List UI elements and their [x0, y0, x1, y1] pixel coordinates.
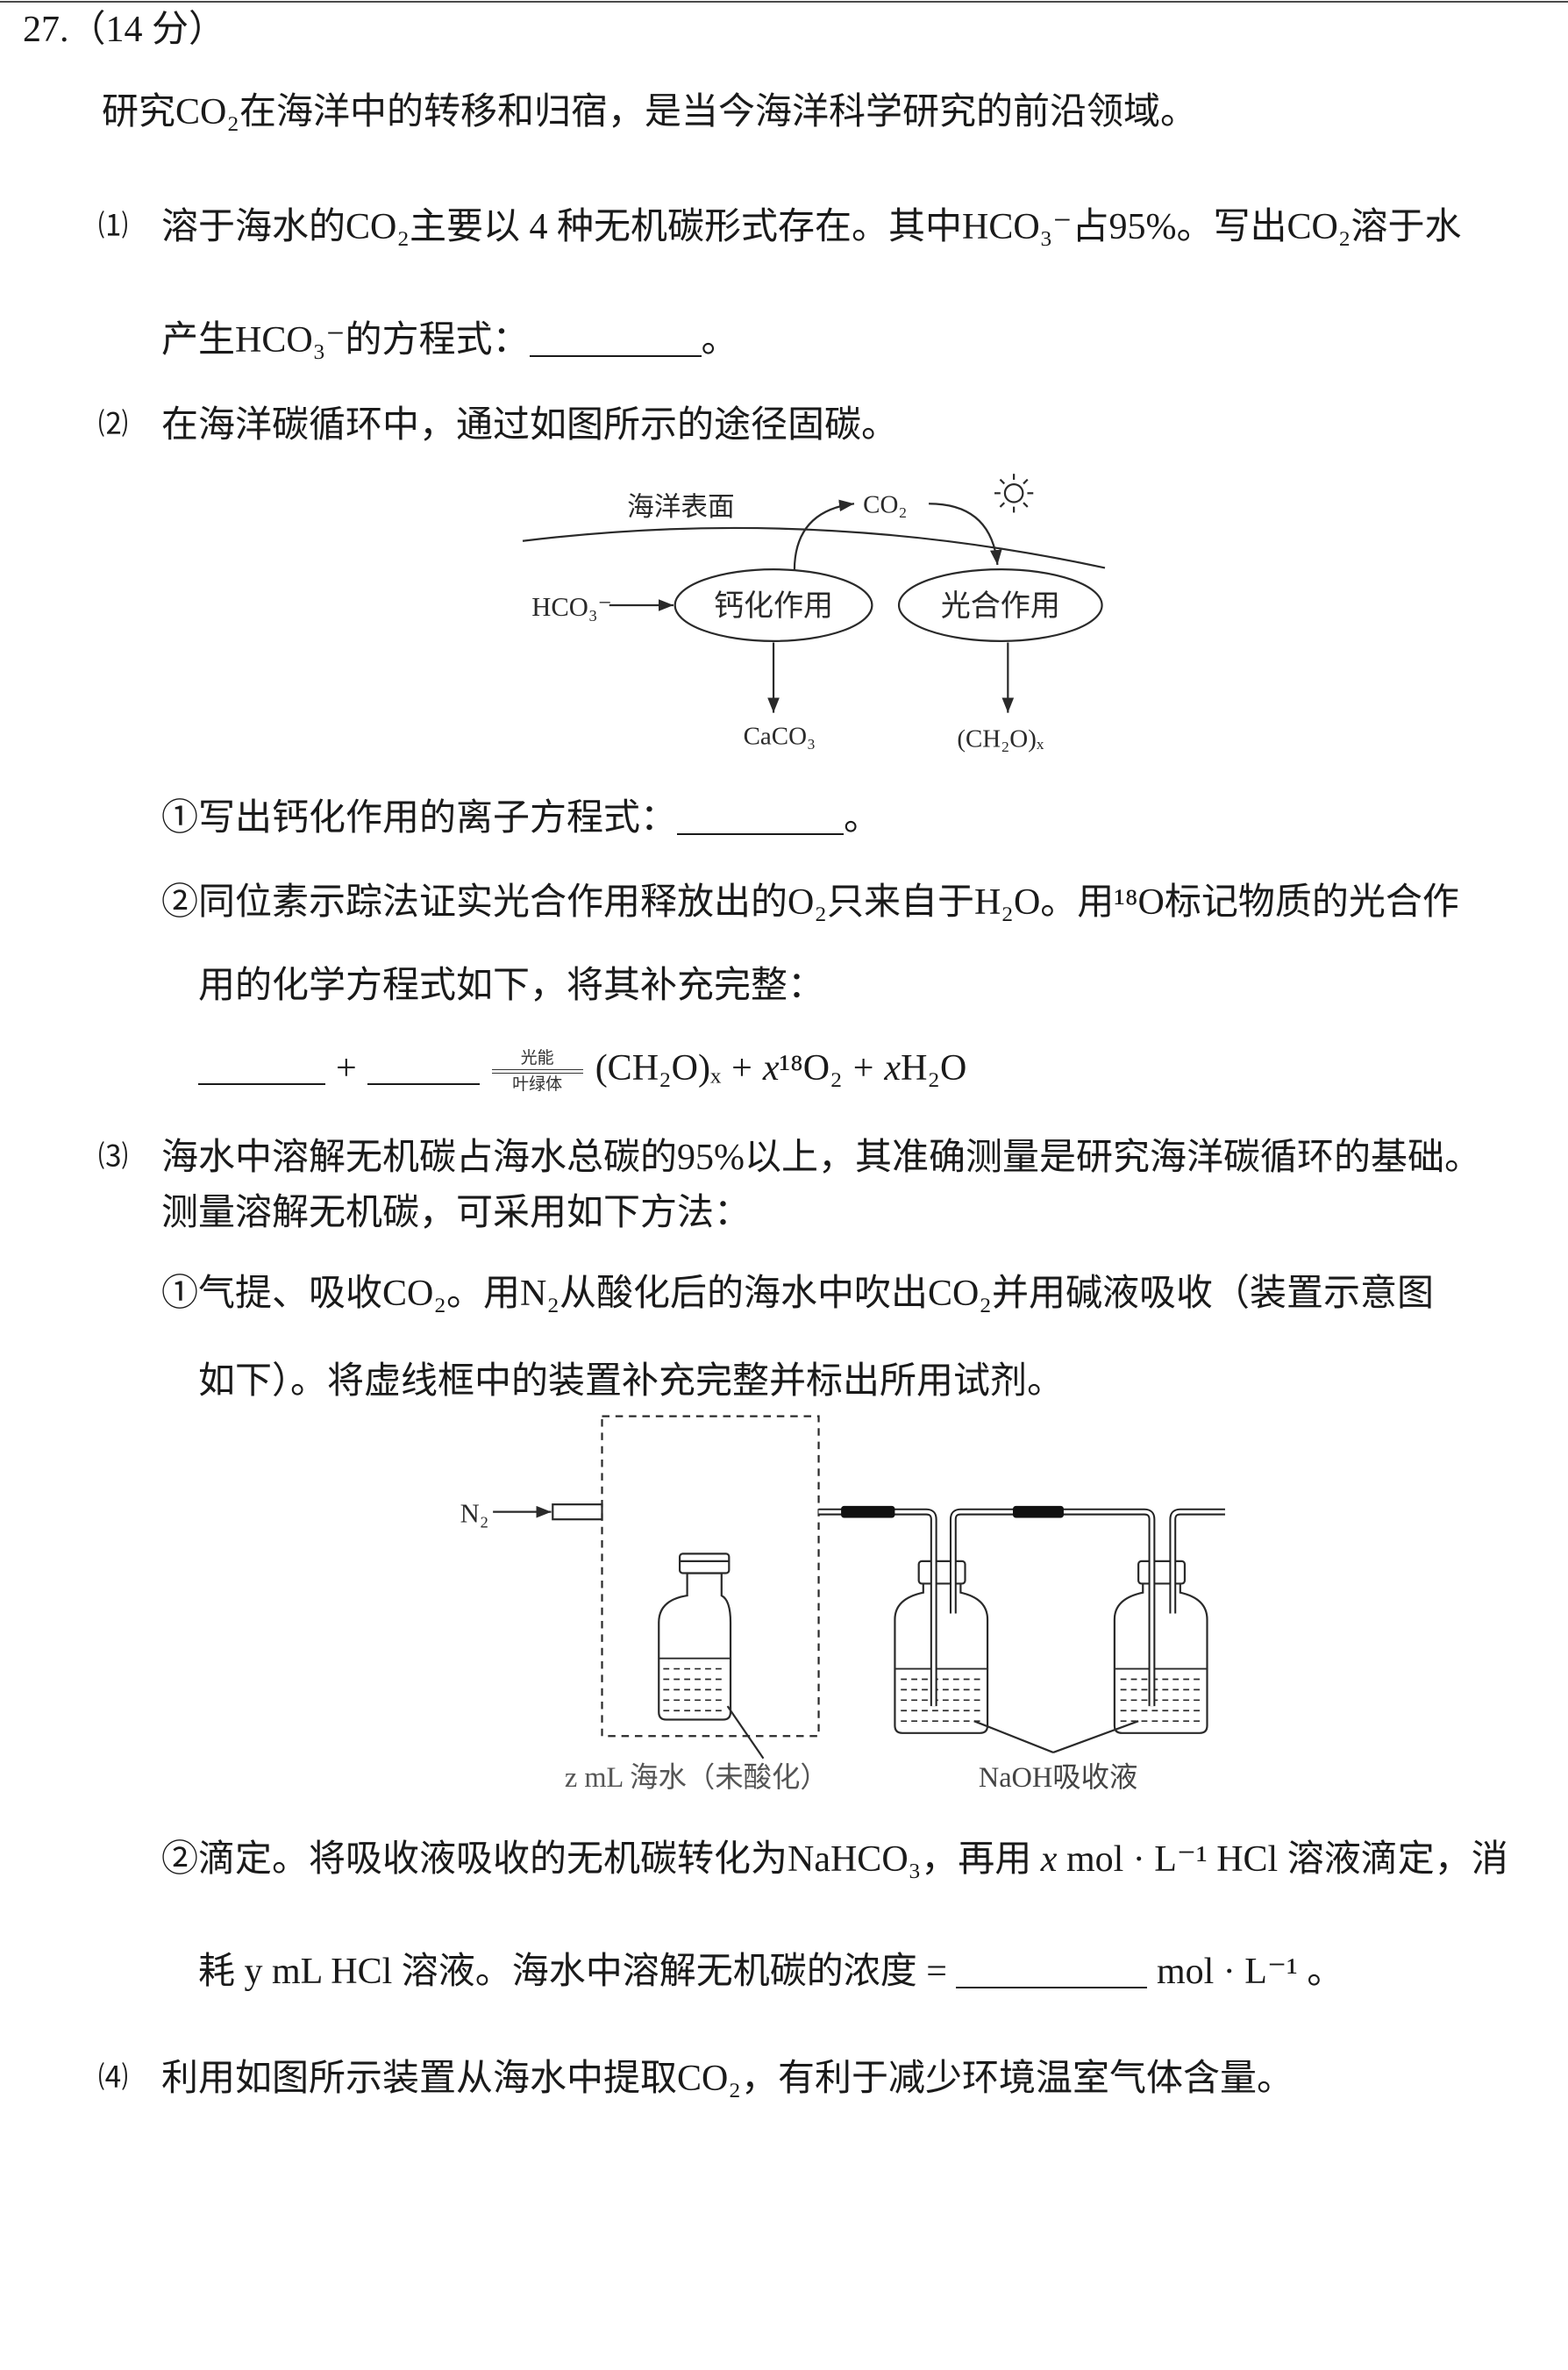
absorbent-leader-line	[1052, 1720, 1139, 1754]
part-2-question-1: ①写出钙化作用的离子方程式： 。	[161, 796, 880, 840]
calcification-label: 钙化作用	[714, 589, 833, 623]
glass-tubing	[818, 1505, 1225, 1707]
part-3-stem-line-1: 海水中溶解无机碳占海水总碳的95%以上，其准确测量是研究海洋碳循环的基础。	[161, 1138, 1481, 1178]
carbon-cycle-diagram: 海洋表面 CO₂ HCO₃⁻ 钙化作用 光合作用 CaCO₃ (CH₂O)ₓ	[522, 474, 1106, 753]
answer-blank	[956, 1987, 1148, 1988]
bottle-body	[658, 1572, 732, 1721]
part-3-label: ⑶	[98, 1141, 128, 1174]
ocean-surface-label: 海洋表面	[627, 492, 735, 522]
part-3-question-1-line-2: 如下）。将虚线框中的装置补充完整并标出所用试剂。	[198, 1361, 1065, 1402]
bicarbonate-label: HCO₃⁻	[531, 592, 612, 622]
calcification-ellipse	[674, 568, 873, 642]
absorbent-leader-line	[973, 1720, 1054, 1753]
condition-double-line	[491, 1068, 583, 1074]
reaction-condition: 光能叶绿体	[491, 1048, 583, 1094]
part-2-question-2-line-1: ②同位素示踪法证实光合作用释放出的O₂只来自于H₂O。用¹⁸O标记物质的光合作	[161, 882, 1459, 923]
co2-uptake-arrow	[929, 503, 1002, 566]
plus-sign: +	[336, 1048, 357, 1089]
bottle-stopper	[678, 1553, 731, 1574]
ocean-surface-line	[522, 526, 1106, 569]
co2-release-arrow	[793, 499, 855, 571]
inlet-tube-bore	[818, 1510, 936, 1707]
part-1-prompt: 产生HCO₃⁻的方程式：	[161, 320, 530, 360]
sample-leader-line	[726, 1705, 765, 1760]
photosynthesis-label: 光合作用	[941, 589, 1060, 623]
question-1-prompt: ①写出钙化作用的离子方程式：	[161, 798, 678, 839]
bottle-stopper	[917, 1560, 966, 1585]
part-3-question-1-line-1: ①气提、吸收CO₂。用N₂从酸化后的海水中吹出CO₂并用碱液吸收（装置示意图	[161, 1274, 1434, 1314]
condition-chlorophyll: 叶绿体	[512, 1074, 563, 1094]
condition-light: 光能	[520, 1048, 554, 1067]
reactant-blank-1	[198, 1083, 325, 1085]
absorber-bottle-1	[894, 1560, 989, 1734]
part-2-stem: 在海洋碳循环中，通过如图所示的途径固碳。	[161, 405, 899, 446]
bottle-body	[1113, 1582, 1208, 1734]
sentence-end: 。	[844, 798, 881, 839]
sun-icon	[994, 474, 1034, 513]
gas-inlet-connector	[552, 1503, 603, 1521]
part-1-line-1: 溶于海水的CO₂主要以 4 种无机碳形式存在。其中HCO₃⁻占95%。写出CO₂…	[161, 207, 1462, 247]
carbohydrate-label: (CH₂O)ₓ	[957, 725, 1044, 753]
part-3-question-2-line-2: 耗 y mL HCl 溶液。海水中溶解无机碳的浓度 = mol · L⁻¹ 。	[198, 1950, 1343, 1994]
top-rule	[0, 1, 1568, 3]
concentration-prompt: 耗 y mL HCl 溶液。海水中溶解无机碳的浓度 =	[198, 1952, 957, 1992]
part-2-question-2-line-2: 用的化学方程式如下，将其补充完整：	[198, 966, 825, 1006]
plus-sign: +	[731, 1048, 752, 1089]
answer-blank	[529, 355, 702, 357]
part-4-stem: 利用如图所示装置从海水中提取CO₂，有利于减少环境温室气体含量。	[161, 2059, 1294, 2099]
answer-blank	[677, 833, 845, 835]
question-intro: 研究CO₂在海洋中的转移和归宿，是当今海洋科学研究的前沿领域。	[102, 92, 1197, 132]
product-carbohydrate: (CH₂O)ₓ	[595, 1048, 722, 1089]
concentration-unit: mol · L⁻¹ 。	[1147, 1952, 1344, 1992]
part-4-label: ⑷	[98, 2062, 128, 2095]
photosynthesis-ellipse	[897, 568, 1103, 642]
dashed-answer-box	[601, 1415, 820, 1738]
part-3-stem-line-2: 测量溶解无机碳，可采用如下方法：	[161, 1193, 752, 1233]
titration-text: ②滴定。将吸收液吸收的无机碳转化为NaHCO₃，再用	[161, 1839, 1041, 1880]
concentration-variable-x: x	[1040, 1839, 1058, 1880]
co2-label: CO₂	[863, 490, 907, 518]
calcium-carbonate-label: CaCO₃	[744, 722, 816, 750]
seawater-sample-bottle	[658, 1553, 732, 1721]
rubber-tube-connector	[1013, 1505, 1064, 1518]
coefficient-x: x	[884, 1048, 902, 1089]
part-2-label: ⑵	[98, 409, 128, 441]
absorbent-label: NaOH吸收液	[979, 1762, 1138, 1794]
nitrogen-label: N₂	[460, 1499, 489, 1529]
part-1-line-2: 产生HCO₃⁻的方程式： 。	[161, 318, 738, 362]
sentence-end: 。	[701, 320, 738, 360]
plus-sign: +	[852, 1048, 874, 1089]
product-water: H₂O	[901, 1048, 967, 1089]
titration-text: mol · L⁻¹ HCl 溶液滴定，消	[1057, 1839, 1508, 1880]
product-oxygen-18: ¹⁸O₂	[779, 1048, 843, 1089]
photosynthesis-equation: +光能叶绿体(CH₂O)ₓ+x¹⁸O₂+xH₂O	[198, 1040, 966, 1096]
question-number: 27.（14 分）	[23, 10, 226, 50]
part-3-question-2-line-1: ②滴定。将吸收液吸收的无机碳转化为NaHCO₃，再用 x mol · L⁻¹ H…	[161, 1838, 1508, 1881]
coefficient-x: x	[762, 1048, 780, 1089]
bottle-stopper	[1137, 1560, 1187, 1585]
rubber-tube-connector	[841, 1505, 895, 1518]
reactant-blank-2	[367, 1083, 480, 1085]
bottle-body	[894, 1582, 989, 1734]
absorber-bottle-2	[1113, 1560, 1208, 1734]
gas-stripping-apparatus-diagram: N₂ z mL 海水（未酸化）	[460, 1415, 1225, 1794]
outlet-tube-bore	[1171, 1510, 1225, 1614]
part-1-label: ⑴	[98, 211, 128, 243]
sample-label: z mL 海水（未酸化）	[565, 1762, 829, 1794]
